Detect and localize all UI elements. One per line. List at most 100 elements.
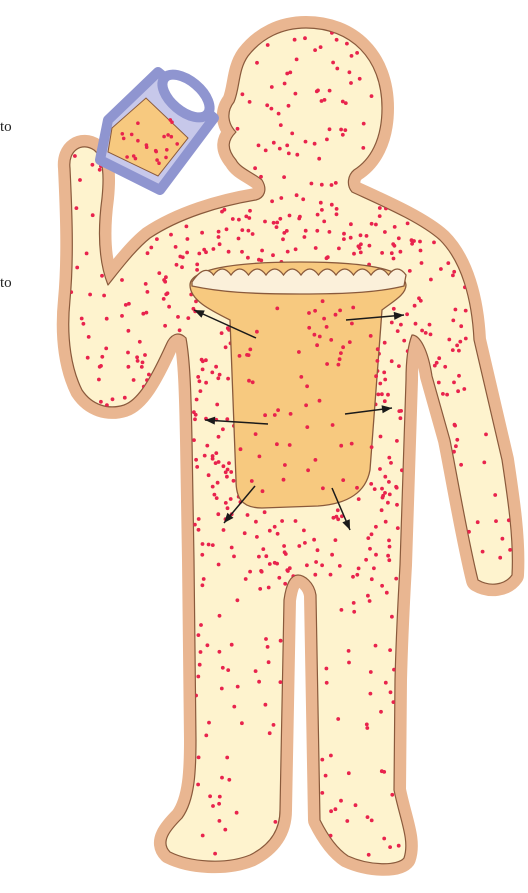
particle-dot bbox=[247, 379, 251, 383]
particle-dot bbox=[325, 667, 329, 671]
particle-dot bbox=[390, 615, 394, 619]
particle-dot bbox=[452, 381, 456, 385]
particle-dot bbox=[294, 247, 298, 251]
particle-dot bbox=[217, 460, 221, 464]
particle-dot bbox=[387, 539, 391, 543]
particle-dot bbox=[390, 359, 394, 363]
particle-dot bbox=[199, 650, 203, 654]
particle-dot bbox=[328, 89, 332, 93]
particle-dot bbox=[270, 107, 274, 111]
particle-dot bbox=[211, 485, 215, 489]
particle-dot bbox=[304, 140, 308, 144]
particle-dot bbox=[211, 543, 215, 547]
particle-dot bbox=[378, 467, 382, 471]
particle-dot bbox=[326, 255, 330, 259]
particle-dot bbox=[355, 486, 359, 490]
particle-dot bbox=[197, 528, 201, 532]
particle-dot bbox=[196, 675, 200, 679]
particle-dot bbox=[162, 297, 166, 301]
particle-dot bbox=[382, 837, 386, 841]
particle-dot bbox=[287, 104, 291, 108]
particle-dot bbox=[196, 783, 200, 787]
particle-dot bbox=[413, 304, 417, 308]
particle-dot bbox=[288, 443, 292, 447]
particle-dot bbox=[378, 214, 382, 218]
particle-dot bbox=[432, 241, 436, 245]
particle-dot bbox=[279, 639, 283, 643]
particle-dot bbox=[268, 731, 272, 735]
particle-dot bbox=[437, 381, 441, 385]
particle-dot bbox=[267, 586, 271, 590]
particle-dot bbox=[259, 175, 263, 179]
particle-dot bbox=[352, 610, 356, 614]
particle-dot bbox=[321, 299, 325, 303]
glass-particle-dot bbox=[130, 133, 134, 137]
particle-dot bbox=[376, 393, 380, 397]
particle-dot bbox=[397, 409, 401, 413]
particle-dot bbox=[365, 723, 369, 727]
particle-dot bbox=[204, 734, 208, 738]
particle-dot bbox=[313, 142, 317, 146]
particle-dot bbox=[388, 545, 392, 549]
particle-dot bbox=[447, 338, 451, 342]
particle-dot bbox=[396, 329, 400, 333]
particle-dot bbox=[414, 322, 418, 326]
particle-dot bbox=[349, 222, 353, 226]
particle-dot bbox=[237, 237, 241, 241]
particle-dot bbox=[222, 528, 226, 532]
particle-dot bbox=[88, 293, 92, 297]
particle-dot bbox=[279, 680, 283, 684]
particle-dot bbox=[192, 438, 196, 442]
particle-dot bbox=[368, 547, 372, 551]
particle-dot bbox=[381, 494, 385, 498]
particle-dot bbox=[274, 820, 278, 824]
particle-dot bbox=[456, 389, 460, 393]
particle-dot bbox=[140, 365, 144, 369]
particle-dot bbox=[339, 799, 343, 803]
particle-dot bbox=[218, 650, 222, 654]
glass-particle-dot bbox=[162, 135, 166, 139]
particle-dot bbox=[369, 670, 373, 674]
particle-dot bbox=[194, 413, 198, 417]
particle-dot bbox=[149, 246, 153, 250]
particle-dot bbox=[372, 566, 376, 570]
particle-dot bbox=[420, 261, 424, 265]
drinking-glass-icon bbox=[100, 67, 217, 190]
particle-dot bbox=[455, 438, 459, 442]
particle-dot bbox=[368, 244, 372, 248]
particle-dot bbox=[390, 251, 394, 255]
particle-dot bbox=[336, 717, 340, 721]
particle-dot bbox=[294, 519, 298, 523]
particle-dot bbox=[162, 278, 166, 282]
particle-dot bbox=[386, 554, 390, 558]
particle-dot bbox=[236, 685, 240, 689]
particle-dot bbox=[314, 246, 318, 250]
particle-dot bbox=[397, 364, 401, 368]
particle-dot bbox=[303, 36, 307, 40]
particle-dot bbox=[318, 335, 322, 339]
particle-dot bbox=[280, 519, 284, 523]
particle-dot bbox=[211, 804, 215, 808]
particle-dot bbox=[325, 325, 329, 329]
particle-dot bbox=[85, 252, 89, 256]
particle-dot bbox=[266, 43, 270, 47]
particle-dot bbox=[145, 311, 149, 315]
glass-particle-dot bbox=[125, 155, 129, 159]
particle-dot bbox=[288, 214, 292, 218]
particle-dot bbox=[349, 236, 353, 240]
particle-dot bbox=[205, 444, 209, 448]
particle-dot bbox=[462, 387, 466, 391]
particle-dot bbox=[197, 517, 201, 521]
particle-dot bbox=[345, 819, 349, 823]
particle-dot bbox=[454, 444, 458, 448]
particle-dot bbox=[389, 461, 393, 465]
glass-particle-dot bbox=[166, 133, 170, 137]
particle-dot bbox=[316, 89, 320, 93]
glass-particle-dot bbox=[136, 139, 140, 143]
particle-dot bbox=[210, 371, 214, 375]
particle-dot bbox=[258, 455, 262, 459]
particle-dot bbox=[379, 435, 383, 439]
particle-dot bbox=[501, 537, 505, 541]
particle-dot bbox=[406, 222, 410, 226]
particle-dot bbox=[454, 308, 458, 312]
